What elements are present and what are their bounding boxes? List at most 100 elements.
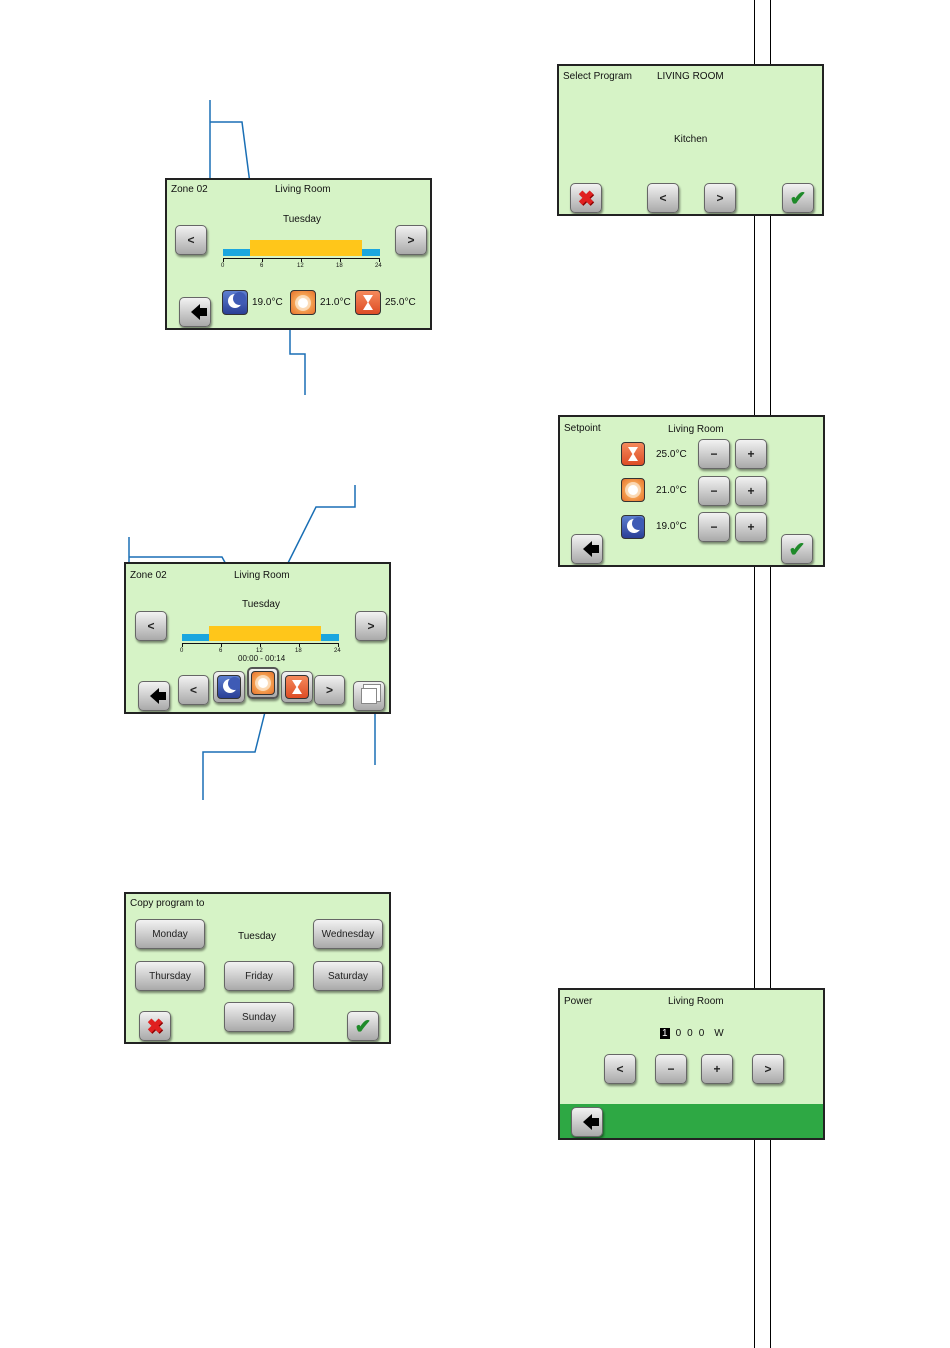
day-button-saturday[interactable]: Saturday [313,961,383,991]
cancel-button[interactable]: ✖ [570,183,602,213]
sun-minus-button[interactable]: − [698,476,730,506]
hourglass-minus-button[interactable]: − [698,439,730,469]
copy-title: Copy program to [130,898,205,909]
minus-button[interactable]: − [655,1054,687,1084]
back-arrow-icon [149,688,166,704]
sun-icon [251,671,275,695]
hourglass-temp: 25.0°C [385,297,416,308]
sun-icon [621,478,645,502]
bar-night-end [321,634,339,641]
check-icon: ✔ [789,187,807,210]
next-mode-button[interactable]: > [314,675,345,705]
prev-day-button[interactable]: < [175,225,207,255]
moon-setpoint: 19.0°C [656,521,687,532]
plus-button[interactable]: + [701,1054,733,1084]
mode-moon-button[interactable] [213,671,245,703]
back-arrow-icon [582,541,599,557]
back-button[interactable] [571,1107,603,1137]
axis-tick [260,643,261,647]
tick-label: 0 [180,648,184,654]
moon-plus-button[interactable]: + [735,512,767,542]
room-label: Living Room [234,570,290,581]
bar-day [209,626,321,641]
power-unit: W [714,1028,724,1039]
confirm-button[interactable]: ✔ [782,183,814,213]
setpoint-title: Setpoint [564,423,601,434]
room-label: Living Room [668,996,724,1007]
power-digit-selected[interactable]: 1 [660,1028,670,1039]
confirm-button[interactable]: ✔ [781,534,813,564]
prev-mode-button[interactable]: < [178,675,209,705]
power-title: Power [564,996,593,1007]
schedule-edit-screen: Zone 02 Living Room Tuesday < > 0 6 12 1… [124,562,391,714]
day-button-monday[interactable]: Monday [135,919,205,949]
tick-label: 6 [219,648,223,654]
axis-tick [301,258,302,262]
tick-label: 18 [336,263,343,269]
axis-tick [262,258,263,262]
axis-tick [299,643,300,647]
axis-tick [223,258,224,262]
page-rule-right [770,0,771,1348]
power-digit[interactable]: 0 [675,1028,682,1039]
sun-temp: 21.0°C [320,297,351,308]
hourglass-plus-button[interactable]: + [735,439,767,469]
moon-icon [222,290,248,315]
day-button-sunday[interactable]: Sunday [224,1002,294,1032]
back-button[interactable] [571,534,603,564]
zone-label: Zone 02 [130,570,167,581]
power-digit[interactable]: 0 [698,1028,705,1039]
axis-tick [340,258,341,262]
tick-label: 0 [221,263,225,269]
tick-label: 18 [295,648,302,654]
prev-day-button[interactable]: < [135,611,167,641]
mode-sun-button[interactable] [247,667,279,699]
prev-program-button[interactable]: < [647,183,679,213]
moon-icon [621,515,645,539]
next-day-button[interactable]: > [355,611,387,641]
confirm-button[interactable]: ✔ [347,1011,379,1041]
day-button-thursday[interactable]: Thursday [135,961,205,991]
day-button-friday[interactable]: Friday [224,961,294,991]
day-button-wednesday[interactable]: Wednesday [313,919,383,949]
source-day-label: Tuesday [238,931,276,942]
bar-night-start [223,249,250,256]
footer-bar [560,1104,823,1138]
room-label: LIVING ROOM [657,71,724,82]
back-button[interactable] [179,297,211,327]
page-rule-left [754,0,755,1348]
cancel-x-icon: ✖ [577,187,595,210]
power-value: 1 0 0 0 W [660,1028,724,1039]
prev-digit-button[interactable]: < [604,1054,636,1084]
time-range-label: 00:00 - 00:14 [238,654,286,663]
axis-tick [182,643,183,647]
day-label: Tuesday [242,599,280,610]
sun-plus-button[interactable]: + [735,476,767,506]
moon-temp: 19.0°C [252,297,283,308]
check-icon: ✔ [354,1015,372,1038]
copy-button[interactable] [353,681,385,711]
next-digit-button[interactable]: > [752,1054,784,1084]
room-label: Living Room [668,424,724,435]
back-arrow-icon [190,304,207,320]
schedule-screen: Zone 02 Living Room Tuesday < > 0 6 12 1… [165,178,432,330]
next-day-button[interactable]: > [395,225,427,255]
cancel-button[interactable]: ✖ [139,1011,171,1041]
axis-tick [221,643,222,647]
next-program-button[interactable]: > [704,183,736,213]
tick-label: 24 [375,263,382,269]
tick-label: 12 [297,263,304,269]
power-screen: Power Living Room 1 0 0 0 W < − + > [558,988,825,1140]
power-digit[interactable]: 0 [687,1028,693,1039]
hourglass-setpoint: 25.0°C [656,449,687,460]
copy-icon [361,688,377,704]
day-label: Tuesday [283,214,321,225]
axis-tick [338,643,339,647]
back-button[interactable] [138,681,170,711]
select-program-screen: Select Program LIVING ROOM Kitchen ✖ < >… [557,64,824,216]
hourglass-icon [355,290,381,315]
cancel-x-icon: ✖ [146,1015,164,1038]
moon-minus-button[interactable]: − [698,512,730,542]
tick-label: 24 [334,648,341,654]
mode-hourglass-button[interactable] [281,671,313,703]
